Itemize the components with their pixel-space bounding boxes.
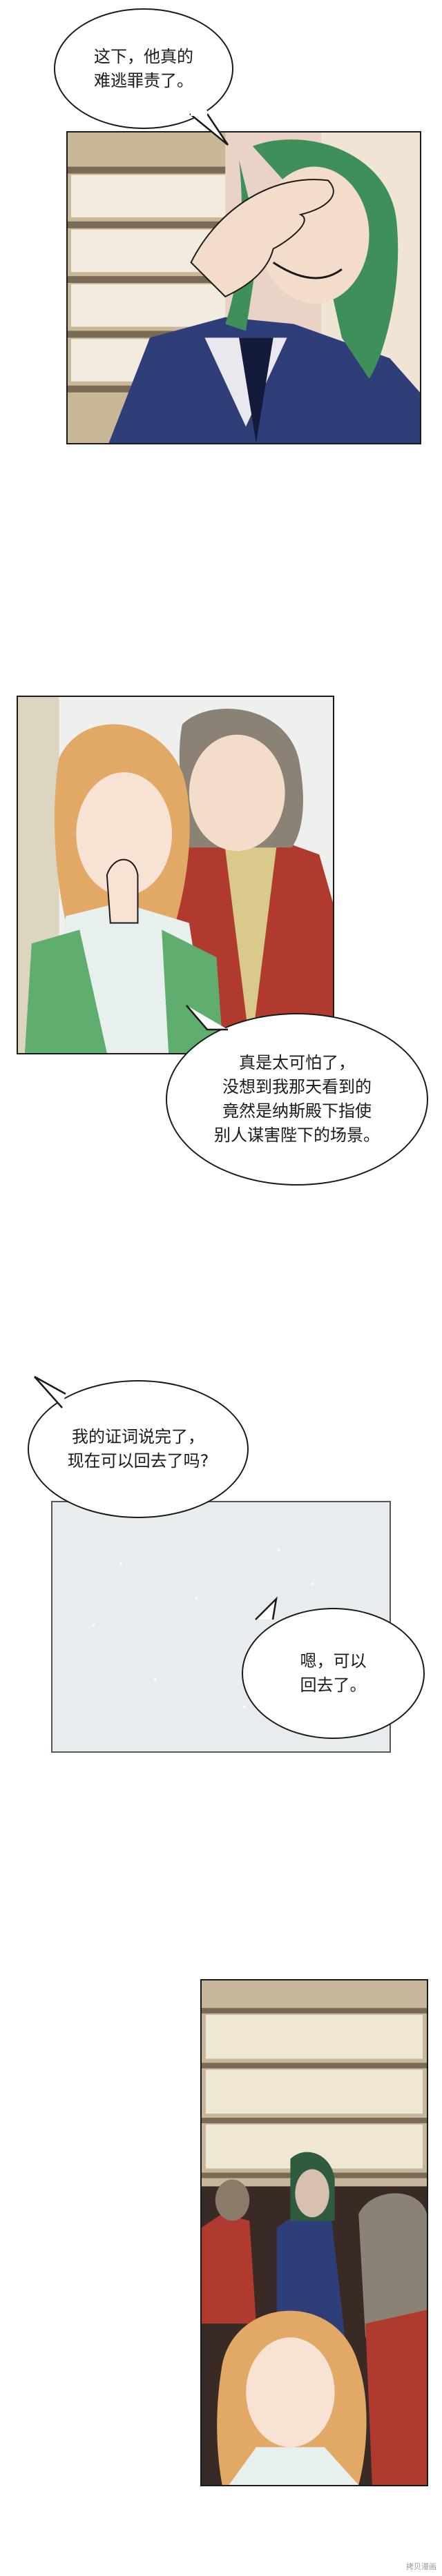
- bubble-4-tail: [255, 1596, 278, 1620]
- bubble-3-tail: [34, 1375, 66, 1408]
- bubble-1-tail: [189, 110, 229, 146]
- panel-4-courtroom-group: [200, 1979, 428, 2486]
- bubble-2-line-3: 竟然是纳斯殿下指使: [222, 1101, 372, 1121]
- speech-bubble-4: 嗯，可以 回去了。: [242, 1608, 425, 1739]
- bubble-4-line-2: 回去了。: [300, 1675, 367, 1695]
- bubble-3-line-1: 我的证词说完了，: [72, 1427, 204, 1447]
- bubble-2-line-2: 没想到我那天看到的: [222, 1077, 372, 1097]
- panel-2-blonde-woman-and-man: [17, 696, 334, 1054]
- bubble-1-line-2: 难逃罪责了。: [94, 70, 193, 90]
- speech-bubble-2: 真是太可怕了， 没想到我那天看到的 竟然是纳斯殿下指使 别人谋害陛下的场景。: [166, 1013, 428, 1186]
- watermark: 拷贝漫画: [406, 2562, 436, 2571]
- speech-bubble-1: 这下，他真的 难逃罪责了。: [54, 8, 233, 129]
- bubble-1-line-1: 这下，他真的: [94, 46, 193, 66]
- bubble-2-tail: [186, 1005, 228, 1031]
- bubble-2-line-1: 真是太可怕了，: [239, 1053, 355, 1073]
- bubble-3-line-2: 现在可以回去了吗?: [67, 1451, 209, 1471]
- bubble-2-line-4: 别人谋害陛下的场景。: [214, 1125, 380, 1145]
- bubble-4-line-1: 嗯，可以: [300, 1651, 367, 1671]
- speech-bubble-3: 我的证词说完了， 现在可以回去了吗?: [28, 1380, 249, 1518]
- panel-1-green-haired-man: [66, 131, 421, 444]
